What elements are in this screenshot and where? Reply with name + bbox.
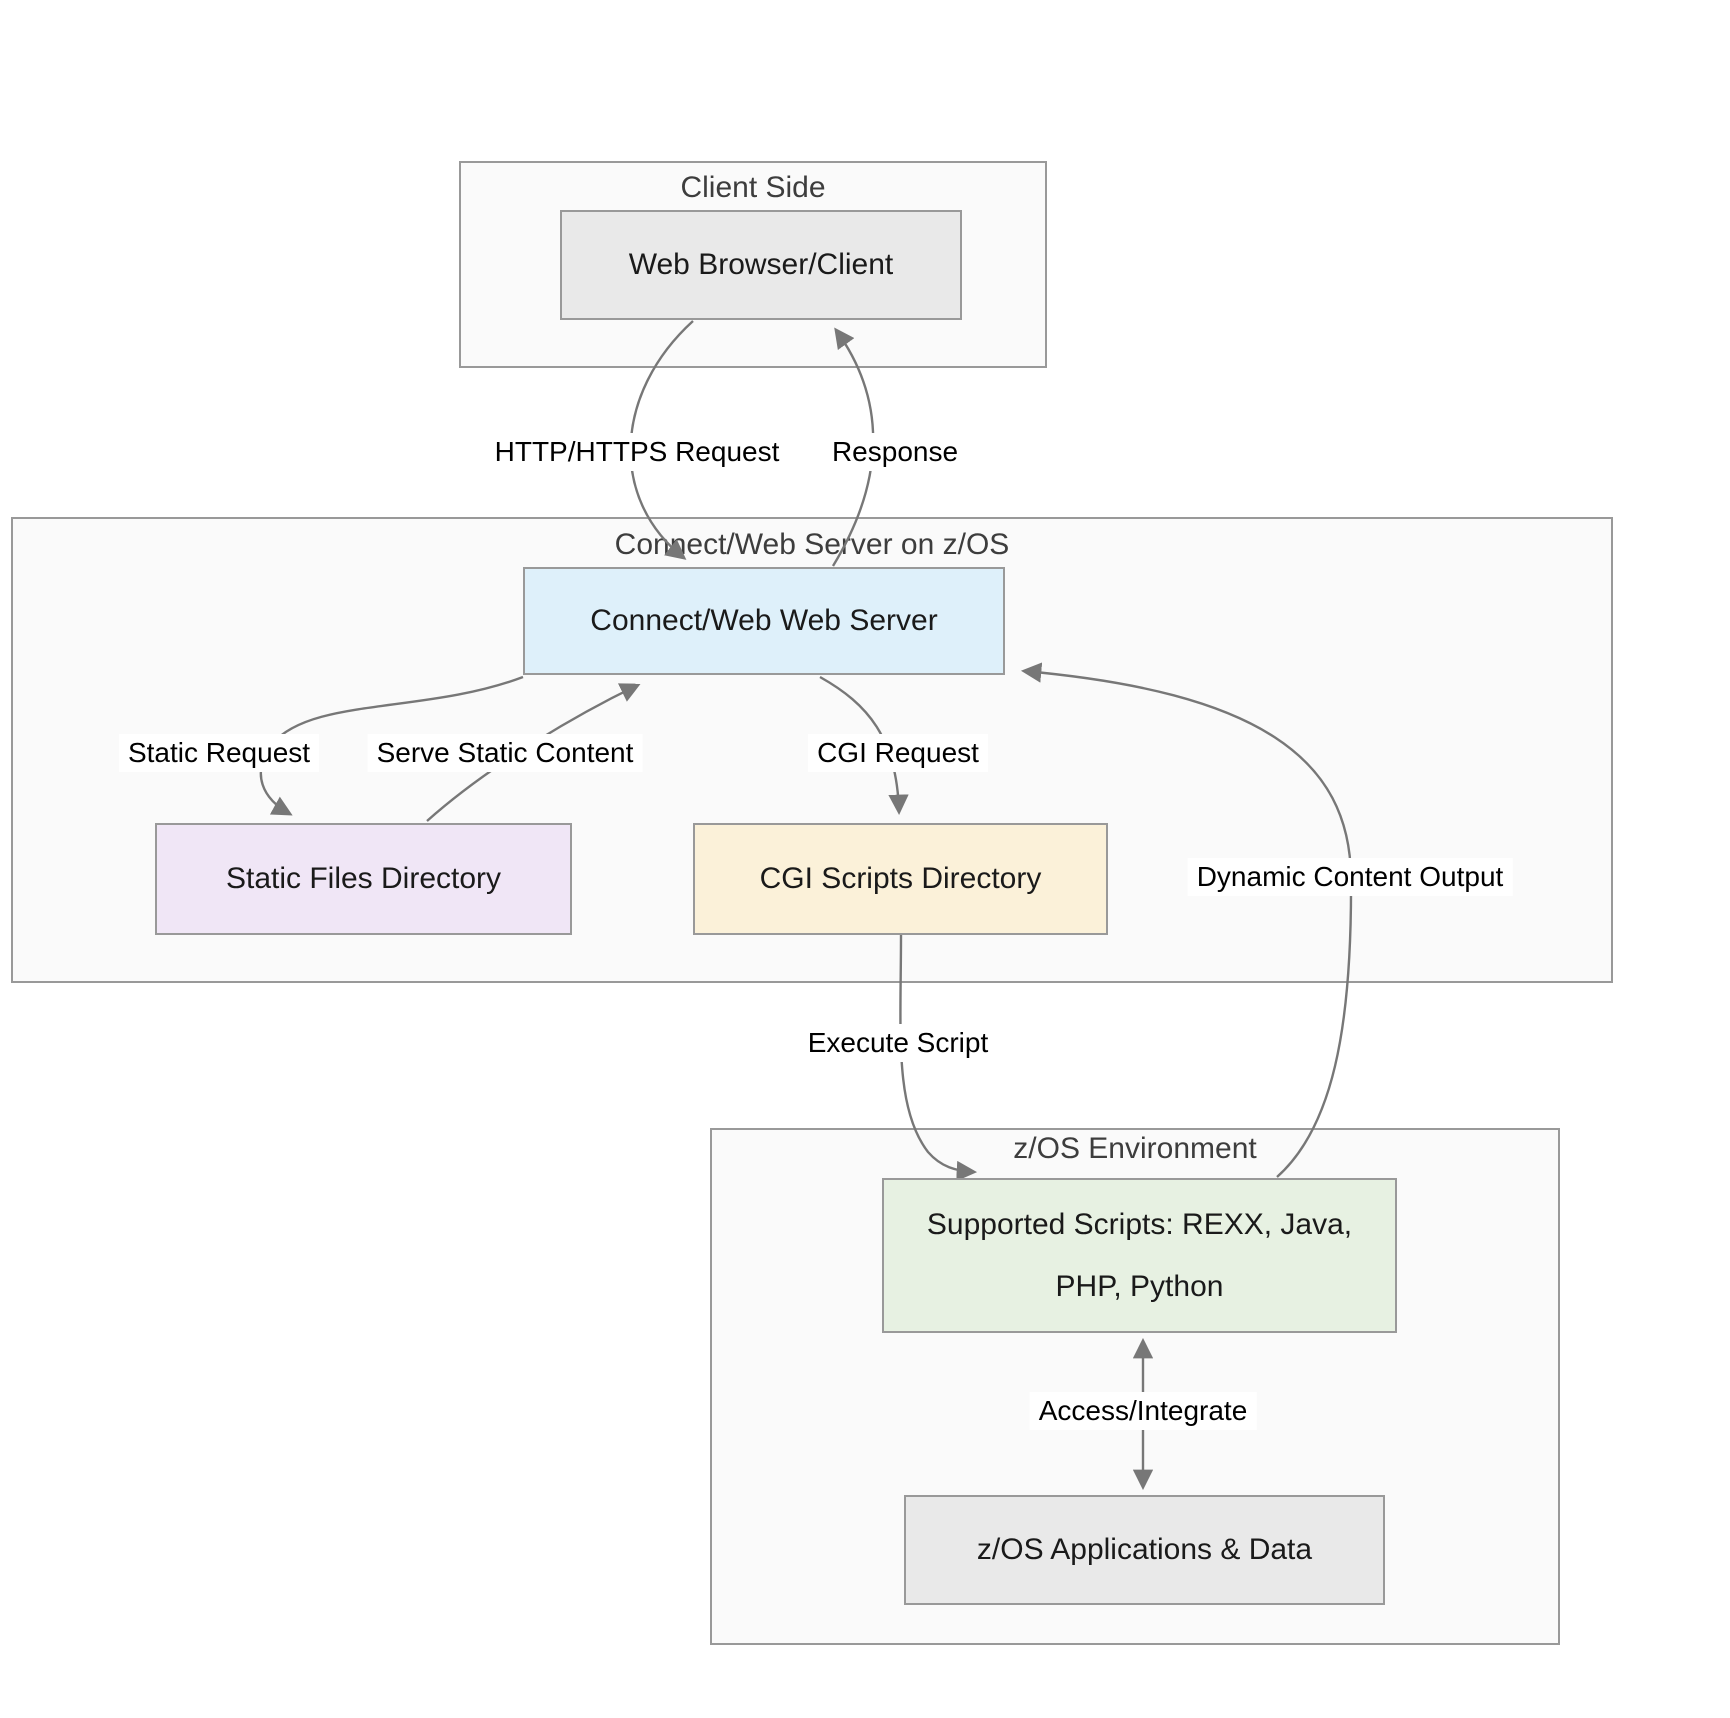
edge-static-request (259, 675, 524, 816)
node-zos-applications-data: z/OS Applications & Data (904, 1495, 1385, 1605)
subgraph-title-zos-environment: z/OS Environment (1013, 1132, 1257, 1165)
edge-cgi-request (819, 675, 909, 816)
edge-execute-script (899, 934, 978, 1182)
node-connect-web-web-server: Connect/Web Web Server (523, 567, 1005, 675)
edge-label-serve-static-content: Serve Static Content (367, 734, 643, 772)
edge-label-execute-script: Execute Script (798, 1024, 998, 1062)
node-static-files-directory: Static Files Directory (155, 823, 572, 935)
edge-label-cgi-request: CGI Request (808, 734, 988, 772)
node-web-browser-client: Web Browser/Client (560, 210, 962, 320)
edge-label-static-request: Static Request (118, 734, 320, 772)
node-cgi-scripts-directory: CGI Scripts Directory (693, 823, 1108, 935)
edge-label-response: Response (822, 433, 968, 471)
edge-label-access-integrate: Access/Integrate (1029, 1392, 1257, 1430)
edge-label-http-request: HTTP/HTTPS Request (485, 433, 789, 471)
node-supported-scripts: Supported Scripts: REXX, Java, PHP, Pyth… (882, 1178, 1397, 1333)
subgraph-title-client-side: Client Side (680, 171, 826, 204)
edge-label-dynamic-content-output: Dynamic Content Output (1187, 858, 1513, 896)
